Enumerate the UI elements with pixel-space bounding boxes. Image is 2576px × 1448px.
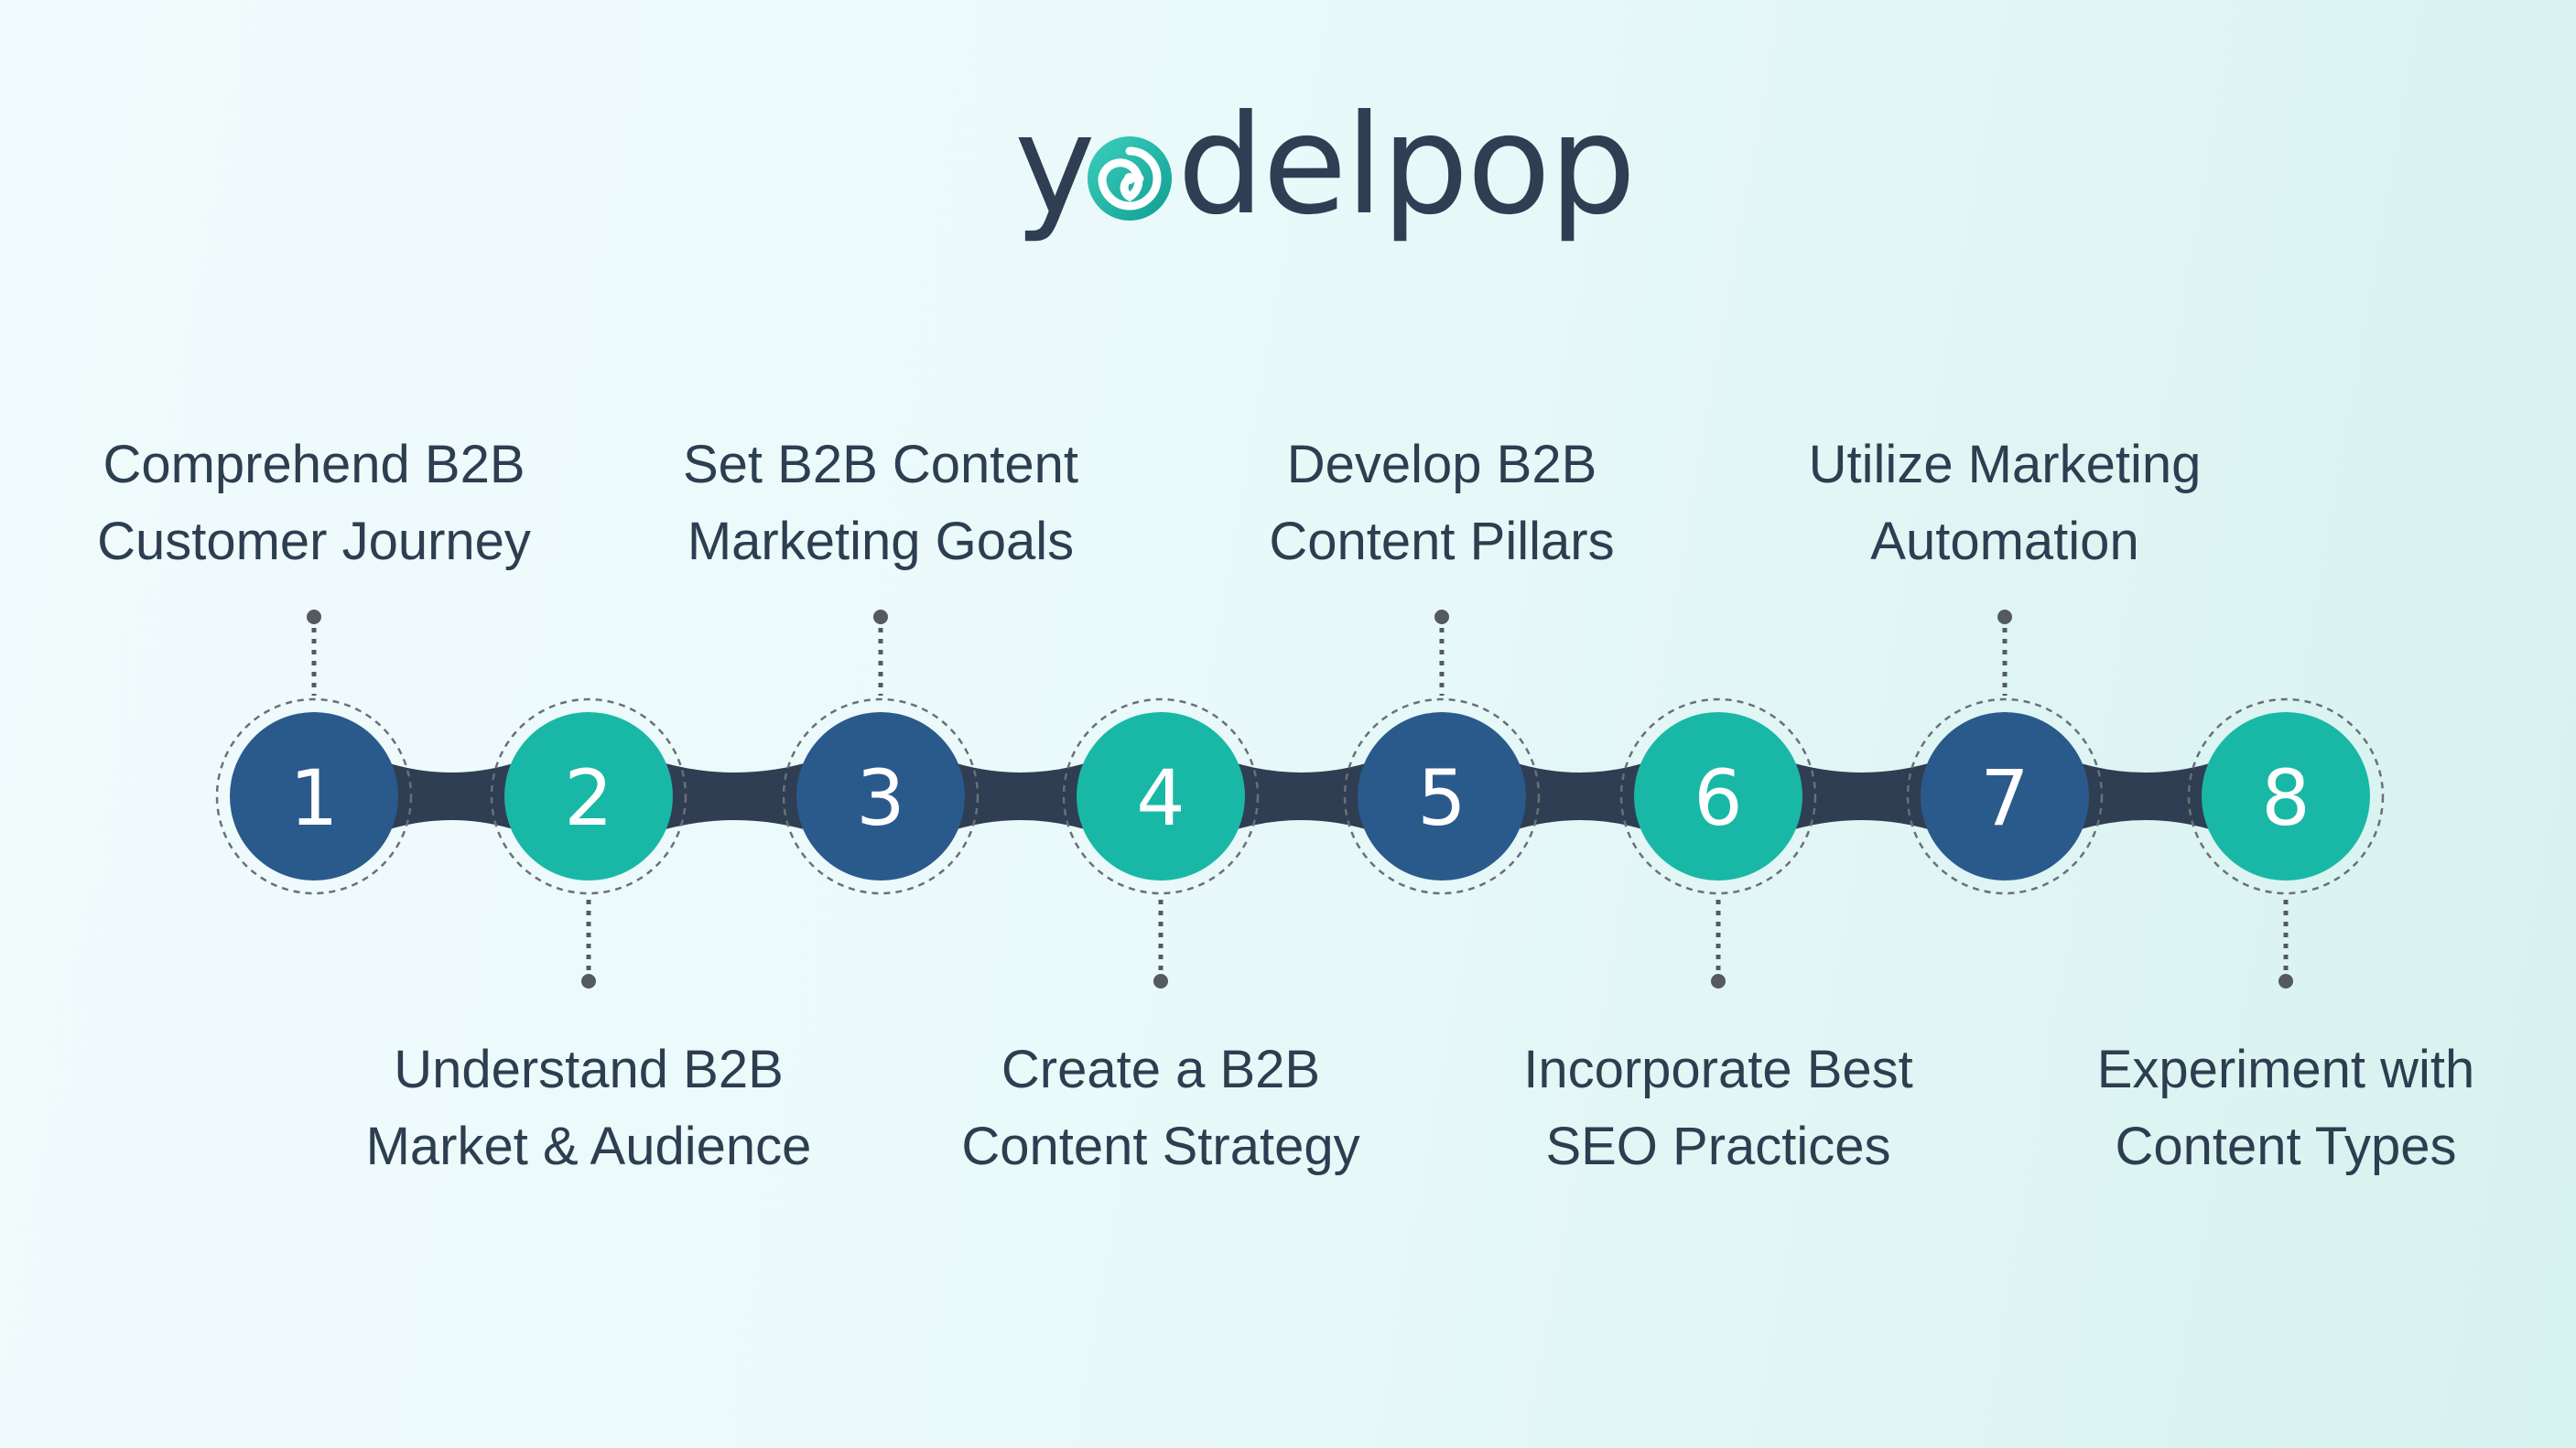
dashed-ring [1619, 697, 1817, 895]
leader-dot [1711, 974, 1726, 989]
leader-dot [307, 610, 321, 624]
step-number: 7 [1980, 753, 2029, 843]
timeline-connector [378, 760, 2222, 833]
step-circle [1077, 712, 1245, 881]
dashed-ring [1062, 697, 1260, 895]
step-label-line: Content Pillars [1269, 512, 1614, 571]
step-label-line: Content Strategy [961, 1117, 1359, 1176]
step-circle [2202, 712, 2370, 881]
step-label-line: Comprehend B2B [103, 435, 525, 494]
step-label-line: Utilize Marketing [1809, 435, 2202, 494]
connector-segment [2069, 760, 2222, 833]
step-label-line: Set B2B Content [683, 435, 1078, 494]
dashed-ring [490, 697, 687, 895]
connector-segment [653, 760, 817, 833]
dashed-ring [1906, 697, 2104, 895]
swirl-o-icon [1088, 136, 1172, 221]
step-label-line: Create a B2B [1001, 1040, 1320, 1099]
step-label-line: Understand B2B [394, 1040, 784, 1099]
step-circle [1634, 712, 1802, 881]
step-circle [796, 712, 965, 881]
connector-segment [378, 760, 525, 833]
step-circle [230, 712, 398, 881]
step-label-line: Automation [1870, 512, 2138, 571]
step-label-line: Content Types [2116, 1117, 2457, 1176]
step-number: 4 [1136, 753, 1185, 843]
timeline-steps: 1 Comprehend B2B Customer Journey 2Understa… [97, 435, 2474, 1176]
step-circle [504, 712, 673, 881]
connector-segment [945, 760, 1097, 833]
dashed-ring [2187, 697, 2385, 895]
step-label-line: Market & Audience [366, 1117, 812, 1176]
dashed-ring [215, 697, 413, 895]
step-number: 5 [1417, 753, 1466, 843]
leader-dot [581, 974, 596, 989]
step-1: 1 Comprehend B2B Customer Journey [97, 435, 531, 895]
connector-segment [1782, 760, 1941, 833]
logo-text-right: delpop [1177, 86, 1634, 245]
step-circle [1358, 712, 1526, 881]
step-label-line: Experiment with [2097, 1040, 2475, 1099]
leader-dot [1997, 610, 2012, 624]
step-number: 1 [289, 753, 338, 843]
step-number: 8 [2261, 753, 2310, 843]
dashed-ring [1343, 697, 1541, 895]
step-circle [1921, 712, 2089, 881]
step-label-line: Marketing Goals [687, 512, 1074, 571]
dashed-ring [782, 697, 980, 895]
step-label-line: Incorporate Best [1523, 1040, 1913, 1099]
step-5: 5 Develop B2B Content Pillars [1269, 435, 1615, 895]
logo-text-left: y [1014, 86, 1094, 245]
step-label-line: Develop B2B [1287, 435, 1597, 494]
leader-dot [1153, 974, 1168, 989]
step-number: 6 [1694, 753, 1742, 843]
yodelpop-logo: y delpop [1014, 86, 1636, 245]
connector-segment [1506, 760, 1654, 833]
connector-segment [1225, 760, 1378, 833]
step-number: 3 [856, 753, 904, 843]
leader-dot [2278, 974, 2293, 989]
leader-dot [1434, 610, 1449, 624]
step-number: 2 [564, 753, 612, 843]
step-label-line: SEO Practices [1545, 1117, 1890, 1176]
step-label-line: Customer Journey [97, 512, 531, 571]
leader-dot [873, 610, 888, 624]
